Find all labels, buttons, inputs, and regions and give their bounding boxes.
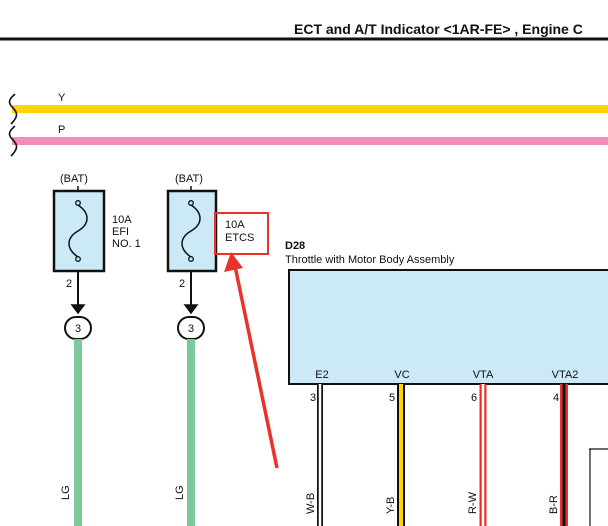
fuse-1-source: (BAT) bbox=[60, 173, 88, 185]
fuse-2-pin: 2 bbox=[179, 278, 185, 290]
wire-r-w-label: R-W bbox=[467, 491, 479, 514]
fuse-1-element-icon bbox=[68, 204, 88, 258]
terminal-e2-pin: 3 bbox=[310, 392, 316, 404]
fuse-2-arrow-icon bbox=[183, 304, 199, 315]
bus-p-break-icon bbox=[8, 125, 18, 157]
fuse-1-term-top bbox=[75, 200, 81, 206]
fuse-1-term-bottom bbox=[75, 256, 81, 262]
terminal-e2-label: E2 bbox=[315, 369, 328, 381]
component-id: D28 bbox=[285, 240, 305, 252]
wire-w-b-label: W-B bbox=[305, 493, 317, 514]
bus-p-label: P bbox=[58, 124, 65, 136]
fuse-1-rating: 10A bbox=[112, 214, 132, 226]
fuse-1-wire-label: LG bbox=[60, 485, 72, 500]
fuse-2-source: (BAT) bbox=[175, 173, 203, 185]
fuse-2-wire-label: LG bbox=[174, 485, 186, 500]
fuse-1-arrow-icon bbox=[70, 304, 86, 315]
terminal-vta-pin: 6 bbox=[471, 392, 477, 404]
annotation-arrow-shaft bbox=[233, 265, 279, 469]
bus-wire-y: Y bbox=[8, 92, 608, 125]
terminal-vc-label: VC bbox=[394, 369, 409, 381]
fuse-2-rating: 10A bbox=[225, 219, 245, 231]
bus-wire-p: P bbox=[8, 124, 608, 157]
annotation-arrow-head-icon bbox=[224, 252, 243, 272]
component-body bbox=[288, 269, 608, 385]
terminal-vc-pin: 5 bbox=[389, 392, 395, 404]
component-name: Throttle with Motor Body Assembly bbox=[285, 254, 455, 266]
fuse-2-name-line1: ETCS bbox=[225, 232, 254, 244]
wire-y-b-label: Y-B bbox=[385, 497, 397, 514]
partial-wire-right bbox=[589, 448, 608, 526]
annotation-arrow bbox=[224, 252, 279, 469]
fuse-1-name-line1: EFI bbox=[112, 226, 129, 238]
fuse-1-pin: 2 bbox=[66, 278, 72, 290]
bus-y-break-icon bbox=[8, 93, 18, 125]
terminal-vta-label: VTA bbox=[473, 369, 494, 381]
component-d28: D28 Throttle with Motor Body Assembly E2… bbox=[285, 240, 608, 526]
terminal-vta2-pin: 4 bbox=[553, 392, 559, 404]
fuse-1-name-line2: NO. 1 bbox=[112, 238, 141, 250]
fuse-2-term-bottom bbox=[188, 256, 194, 262]
fuse-2-term-top bbox=[188, 200, 194, 206]
page-title: ECT and A/T Indicator <1AR-FE> , Engine … bbox=[294, 21, 583, 37]
fuse-efi-no1: (BAT) 10A EFI NO. 1 2 3 LG bbox=[52, 173, 141, 526]
fuse-etcs: (BAT) 10A ETCS 2 3 LG bbox=[166, 173, 269, 526]
fuse-1-connector-label: 3 bbox=[75, 323, 81, 335]
fuse-2-highlight-box bbox=[214, 212, 269, 255]
terminal-vta2-label: VTA2 bbox=[552, 369, 579, 381]
wire-b-r-label: B-R bbox=[548, 495, 560, 514]
fuse-2-connector-label: 3 bbox=[188, 323, 194, 335]
bus-y-label: Y bbox=[58, 92, 66, 104]
fuse-2-element-icon bbox=[181, 204, 201, 258]
